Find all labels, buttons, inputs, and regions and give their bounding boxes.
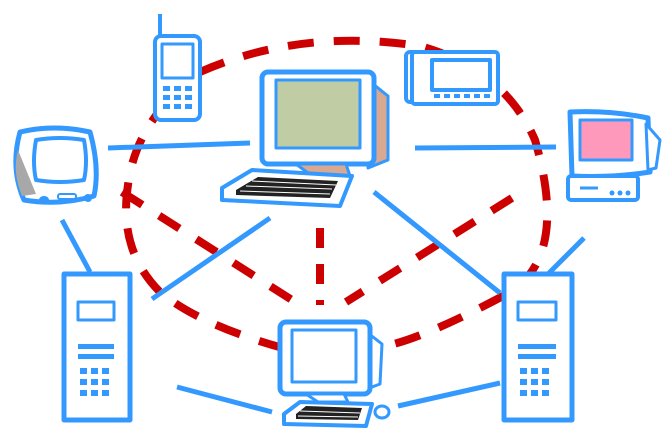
wireless-link-right-diagonal: [343, 194, 515, 306]
wired-link-main-right: [414, 144, 557, 151]
wired-link-bottom-rightserver: [397, 380, 501, 409]
wireless-links: [119, 36, 552, 355]
wired-links: [59, 140, 586, 415]
wired-link-right-rightserver: [546, 236, 586, 276]
main-screen: [274, 78, 362, 150]
wired-link-leftserver-bottom: [176, 384, 273, 415]
wired-link-monitor-main: [107, 140, 251, 151]
mobile-phone-icon: [153, 14, 202, 122]
wireless-ring-link: [122, 36, 552, 355]
wired-link-main-rightserver: [372, 190, 502, 295]
desktop-computer-icon: [277, 319, 391, 428]
tower-server-icon: [61, 271, 133, 423]
desk-phone-icon: [404, 50, 500, 106]
pink-screen: [578, 118, 634, 162]
wired-link-main-leftserver: [150, 215, 272, 302]
wireless-link-left-diagonal: [119, 188, 295, 304]
tower-server-icon: [501, 271, 575, 423]
pink-screen-computer-icon: [566, 109, 662, 202]
crt-monitor-icon: [13, 125, 99, 205]
wired-link-monitor-leftserver: [59, 218, 93, 274]
desktop-computer-icon: [220, 69, 390, 208]
